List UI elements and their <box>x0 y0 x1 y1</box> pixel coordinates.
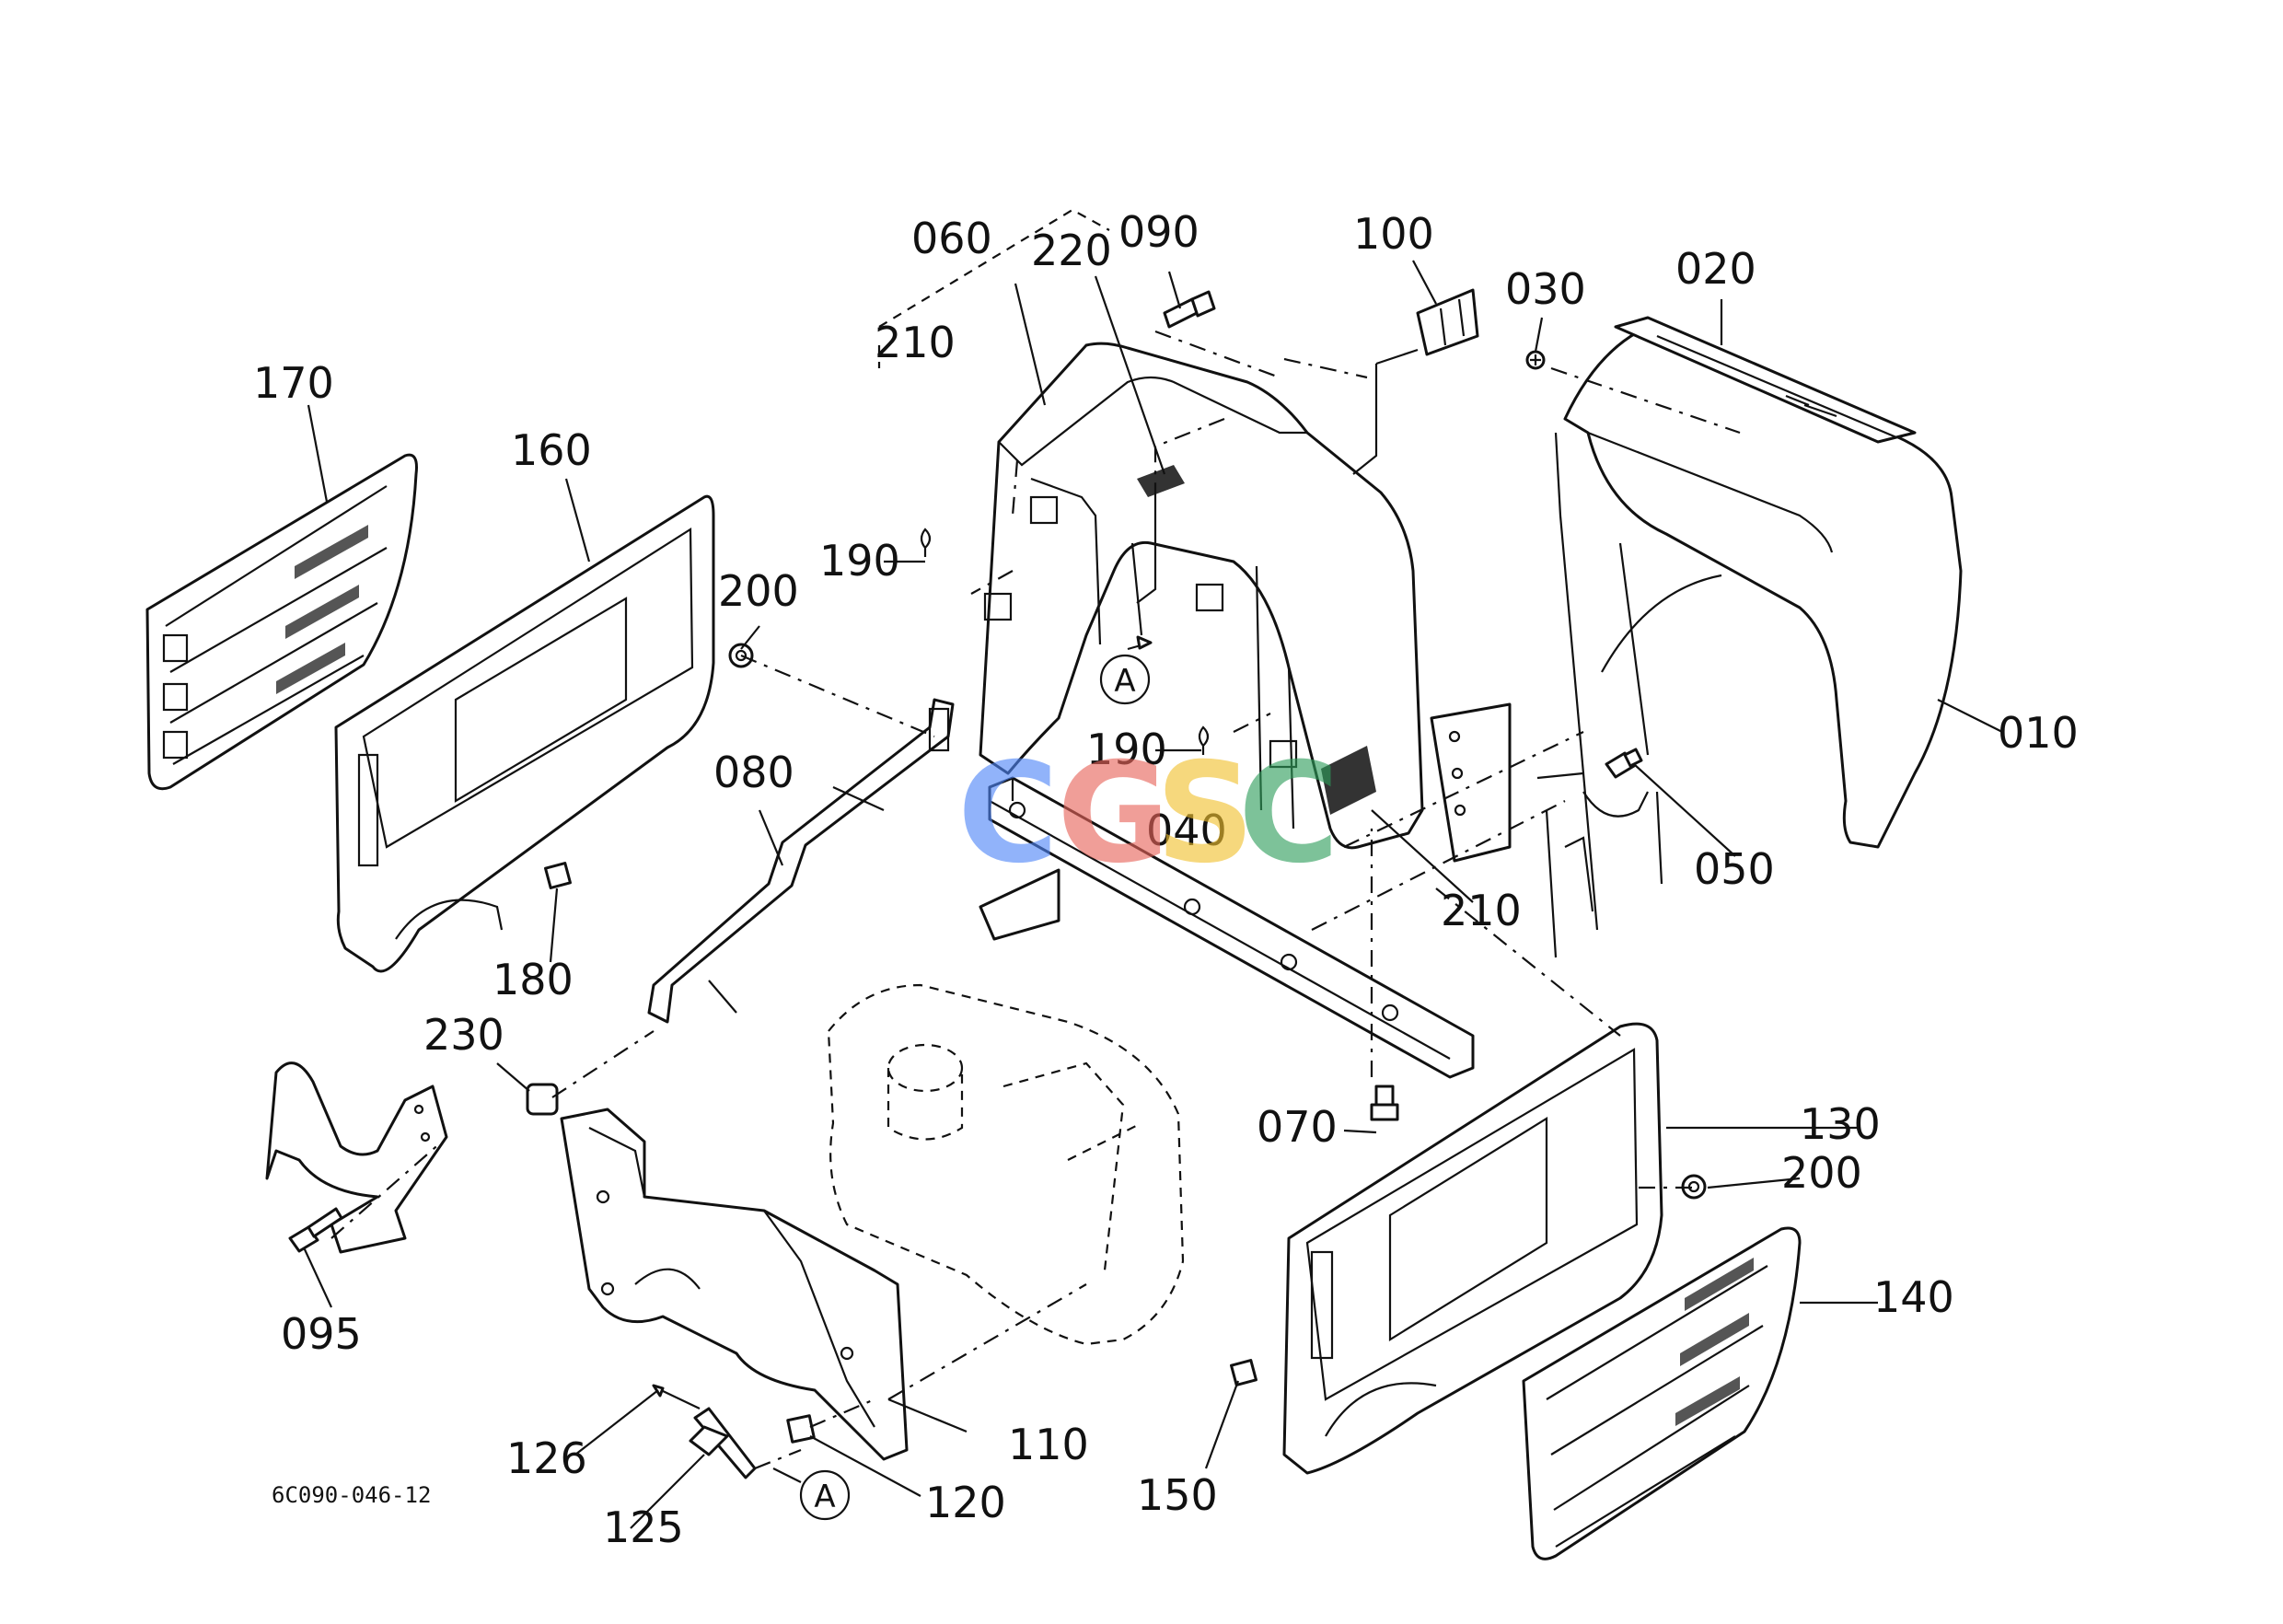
assembly-lines <box>330 208 1741 1470</box>
reference-mark-label: A <box>1114 663 1135 700</box>
right-grille-part-140 <box>1522 1226 1802 1560</box>
part-label-140: 140 <box>1873 1272 1954 1322</box>
stay-bar-part-080 <box>647 698 955 1024</box>
part-label-230: 230 <box>423 1010 504 1060</box>
part-label-200-upper: 200 <box>718 566 799 616</box>
bolt-part-090 <box>1163 290 1216 329</box>
bolt-part-050 <box>1605 748 1643 779</box>
part-label-120: 120 <box>925 1478 1006 1527</box>
part-label-010: 010 <box>1998 708 2079 758</box>
frame-bar-part-040 <box>979 776 1475 1079</box>
hinge-bracket-part-100 <box>1416 288 1479 356</box>
leader-lines <box>303 260 2003 1529</box>
reference-mark-a-upper: A <box>1099 635 1153 705</box>
part-label-080: 080 <box>713 748 794 797</box>
pin-part-126 <box>652 1384 701 1409</box>
bolt-part-070 <box>1370 1085 1399 1121</box>
part-label-100: 100 <box>1353 209 1434 259</box>
part-label-210-mid: 210 <box>1441 886 1522 935</box>
left-grille-part-170 <box>145 453 418 791</box>
bolt-part-095 <box>288 1207 343 1253</box>
part-label-210-top: 210 <box>875 318 956 367</box>
clip-part-190-lower <box>1198 725 1210 755</box>
watermark-letter: C <box>957 734 1059 894</box>
part-label-090: 090 <box>1118 207 1199 257</box>
watermark-letter: S <box>1155 734 1255 894</box>
part-label-125: 125 <box>603 1502 684 1552</box>
lower-left-bracket <box>265 1061 448 1254</box>
clip-part-190-upper <box>920 528 932 557</box>
lower-bracket-part-110 <box>560 1108 909 1461</box>
part-label-190-upper: 190 <box>819 536 900 586</box>
part-label-095: 095 <box>281 1309 362 1359</box>
part-label-130: 130 <box>1800 1099 1881 1149</box>
diagram-code: 6C090-046-12 <box>272 1482 431 1508</box>
part-label-170: 170 <box>253 358 334 408</box>
part-label-200-lower: 200 <box>1781 1148 1862 1198</box>
left-side-panel-part-160 <box>334 494 715 973</box>
watermark-letter: G <box>1057 734 1170 894</box>
watermark-logo: C G S C <box>957 734 1339 894</box>
part-label-060: 060 <box>911 214 992 263</box>
front-hood-part-060 <box>979 342 1424 850</box>
part-label-150: 150 <box>1137 1470 1218 1520</box>
clip-part-150 <box>1230 1359 1257 1386</box>
fuel-tank-outline <box>827 983 1185 1346</box>
part-label-220: 220 <box>1031 226 1112 275</box>
part-label-180: 180 <box>493 955 574 1004</box>
side-bracket-part-050 <box>1430 702 1663 958</box>
part-label-110: 110 <box>1008 1420 1089 1469</box>
nut-part-200-lower <box>1681 1174 1707 1200</box>
reference-mark-a-lower: A <box>772 1467 851 1521</box>
part-label-030: 030 <box>1505 264 1586 314</box>
latch-part-125 <box>689 1407 757 1479</box>
right-side-panel-part-130 <box>1282 1022 1663 1475</box>
part-label-126: 126 <box>506 1433 587 1483</box>
part-label-050: 050 <box>1694 844 1775 894</box>
part-label-020: 020 <box>1675 244 1756 294</box>
part-label-190-lower: 190 <box>1086 725 1167 774</box>
part-label-070: 070 <box>1257 1102 1338 1152</box>
clip-part-120 <box>786 1414 816 1444</box>
part-label-040: 040 <box>1146 806 1227 855</box>
reference-mark-label: A <box>814 1479 835 1515</box>
screw-part-030 <box>1525 350 1546 370</box>
clip-part-180 <box>544 862 572 889</box>
cushion-part-230 <box>526 1083 559 1116</box>
part-label-160: 160 <box>511 425 592 475</box>
part-labels: 170 160 180 060 210 220 090 100 030 020 … <box>253 207 2079 1552</box>
watermark-letter: C <box>1238 734 1339 894</box>
top-panel-part-020 <box>1614 316 1917 444</box>
